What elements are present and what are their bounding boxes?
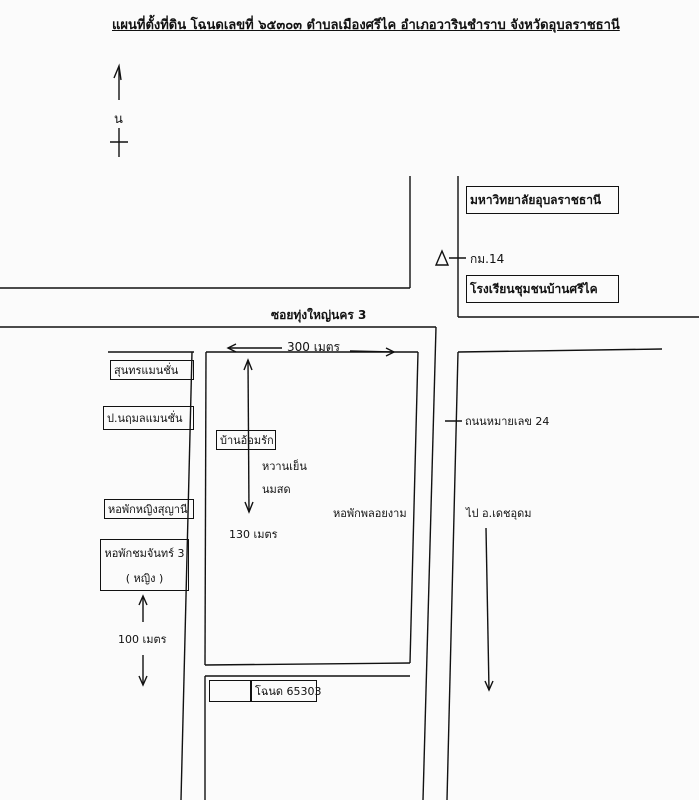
university-label: มหาวิทยาลัยอุบลราชธานี [470,192,602,207]
highway-east-edge [446,351,459,800]
plot-box [209,680,251,702]
north-letter: น [114,112,123,127]
map-title: แผนที่ตั้งที่ดิน โฉนดเลขที่ ๖๕๓๐๓ ตำบลเม… [112,18,620,33]
dim-300-arrow-left [226,343,237,353]
soi-label: ซอยทุ่งใหญ่นคร 3 [271,308,367,322]
plot-label-box: โฉนด 65303 [251,680,322,702]
building-b4: หอพักชมจันทร์ 3 ( หญิง ) [100,539,189,591]
highway-west-edge [422,326,437,800]
dim-300-line-right [349,350,395,353]
milk-label: นมสด [262,483,291,496]
km-marker-label: กม.14 [470,252,505,266]
building-b1: สุนทรแมนชั่น [110,360,194,380]
building-b3: หอพักหญิงสุญานี [104,499,194,519]
to-city-label: ไป อ.เดชอุดม [466,507,532,520]
building-b2-label: ป.นฤมลแมนชั่น [107,412,183,425]
block-south [204,662,411,666]
block-west [204,351,207,666]
building-b1-label: สุนทรแมนชั่น [114,364,179,377]
dorm-label: หอพักพลอยงาม [333,507,407,520]
school-box: โรงเรียนชุมชนบ้านศรีไค [466,275,619,303]
south-arrow-head [484,680,494,692]
highway-label: ถนนหมายเลข 24 [465,415,550,428]
dim-130-arrow-bottom [244,501,254,514]
sweet-label: หวานเย็น [262,460,307,473]
dim-300-arrow-right [385,347,396,357]
north-arrow-head [113,63,122,81]
dim-130-arrow-top [243,358,253,371]
km-triangle [434,249,450,266]
plot-label: โฉนด 65303 [255,685,322,698]
home-box: บ้านอ้อมรัก [216,430,276,450]
width-label: 300 เมตร [287,340,340,354]
building-b2: ป.นฤมลแมนชั่น [103,406,194,430]
block-east [409,351,419,664]
south-arrow-line [485,527,490,691]
offset-label: 100 เมตร [118,633,167,646]
building-b3-label: หอพักหญิงสุญานี [108,503,188,516]
east-side-line [457,348,663,353]
dim-130-line [247,359,250,513]
dim-100-arrow-bottom [138,675,148,687]
building-b4-label-line2: ( หญิง ) [125,571,164,585]
school-label: โรงเรียนชุมชนบ้านศรีไค [470,281,598,296]
left-lane-edge [180,351,193,800]
home-label: บ้านอ้อมรัก [220,434,274,447]
university-box: มหาวิทยาลัยอุบลราชธานี [466,186,619,214]
dim-100-arrow-top [138,594,148,606]
building-b4-label-line1: หอพักชมจันทร์ 3 [104,546,185,560]
depth-label: 130 เมตร [229,528,278,541]
